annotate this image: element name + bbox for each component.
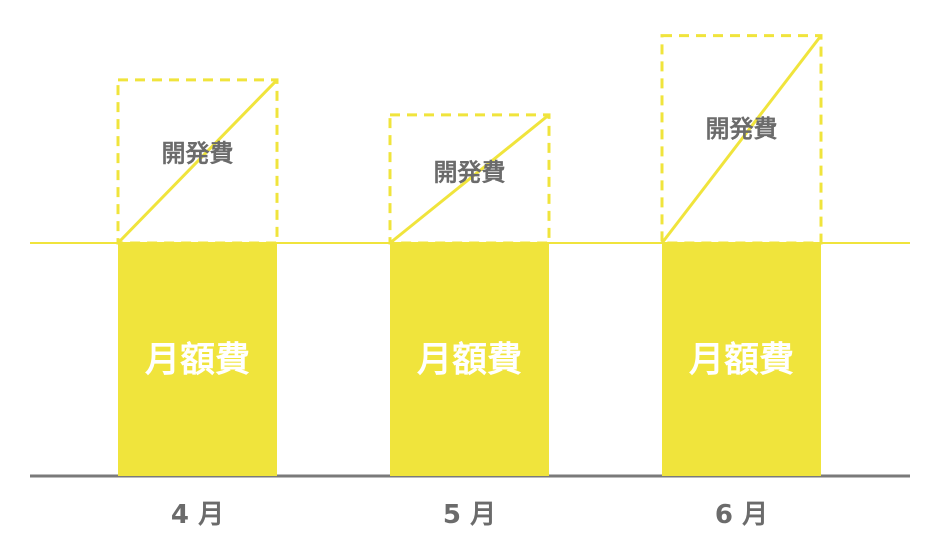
development-fee-diagonal	[389, 113, 550, 245]
month-group: 月額費 開発費 6 月	[660, 34, 823, 530]
month-group: 月額費 開発費 4 月	[116, 78, 279, 530]
development-fee-diagonal	[660, 34, 823, 244]
fixed-fee-bar	[390, 243, 549, 476]
fixed-fee-label: 月額費	[689, 341, 794, 381]
month-label: 6 月	[715, 500, 768, 530]
development-fee-label: 開発費	[162, 139, 234, 167]
fixed-fee-label: 月額費	[417, 341, 522, 381]
fixed-fee-bar	[662, 243, 821, 476]
month-groups: 月額費 開発費 4 月 月額費 開発費 5 月 月額費 開発費 6 月	[116, 34, 823, 530]
development-fee-box	[388, 113, 551, 245]
development-fee-label: 開発費	[434, 159, 506, 187]
fixed-fee-bar	[118, 243, 277, 476]
development-fee-diagonal	[116, 78, 279, 245]
development-fee-box	[660, 34, 823, 245]
development-fee-label: 開発費	[706, 115, 778, 143]
month-group: 月額費 開発費 5 月	[388, 113, 551, 530]
month-label: 4 月	[171, 500, 224, 530]
fixed-fee-label: 月額費	[145, 341, 250, 381]
month-label: 5 月	[443, 500, 496, 530]
development-fee-box	[116, 78, 279, 245]
